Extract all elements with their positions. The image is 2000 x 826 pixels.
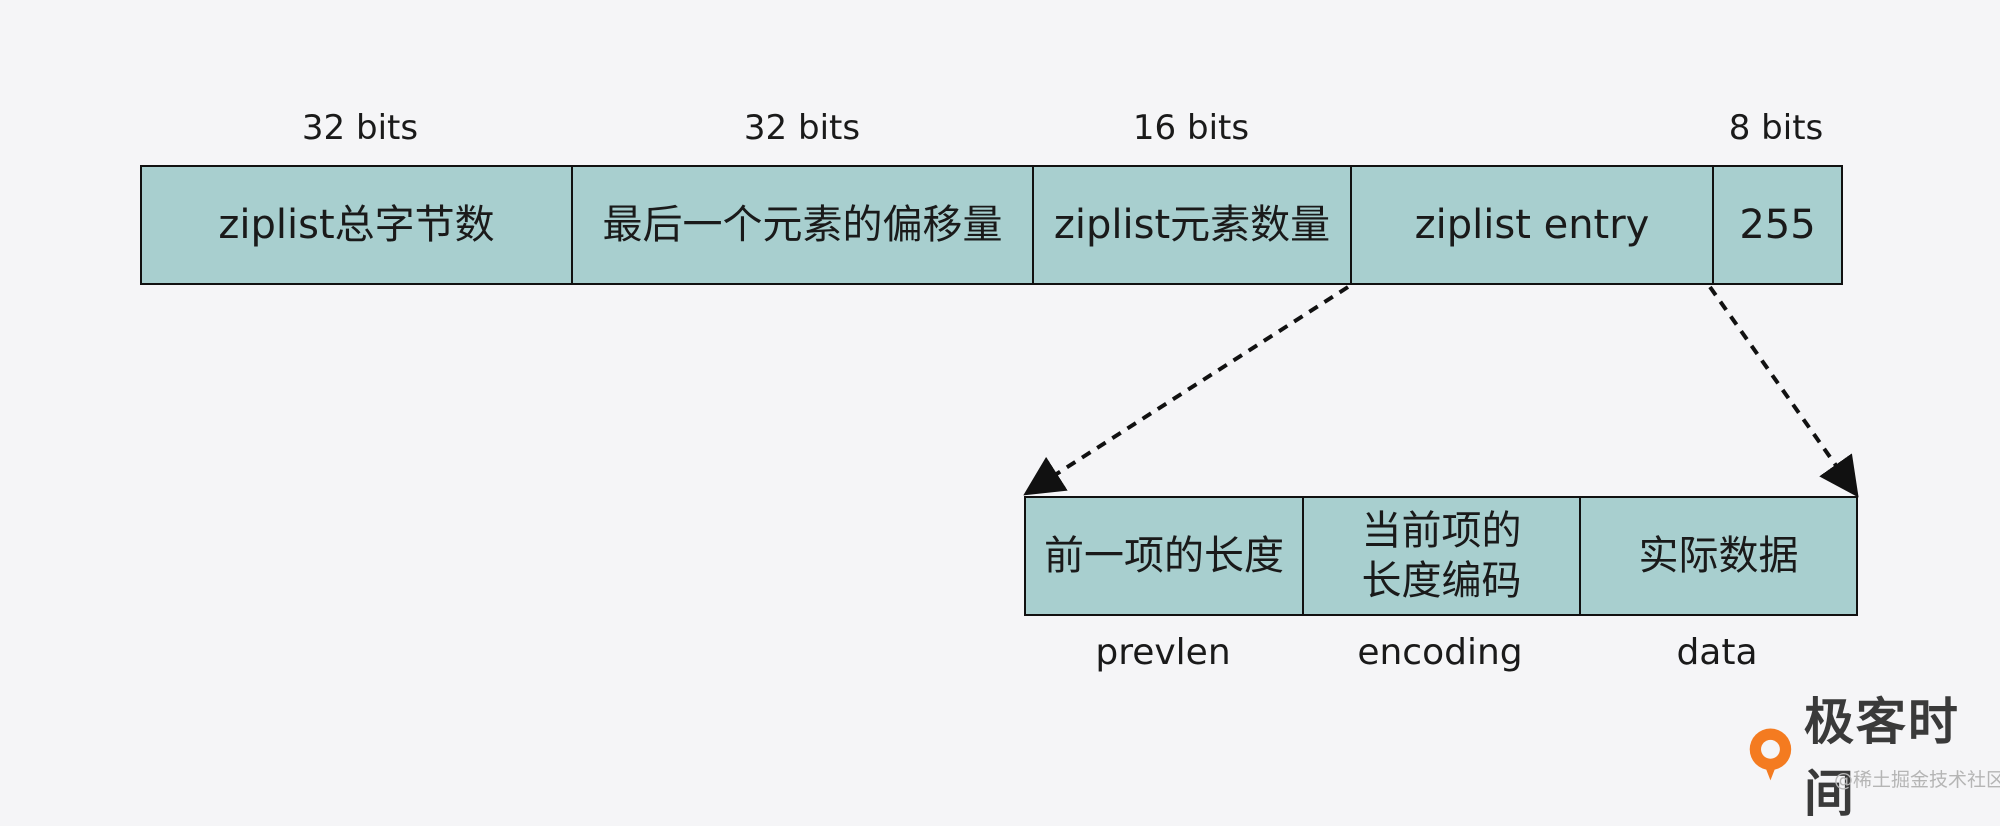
cell-last-element-offset: 最后一个元素的偏移量 — [573, 167, 1034, 283]
entry-detail-row: 前一项的长度 当前项的 长度编码 实际数据 — [1024, 496, 1858, 616]
bits-label-end-marker: 8 bits — [1728, 108, 1824, 148]
label-encoding: encoding — [1357, 632, 1523, 673]
expand-arrows — [1023, 285, 1859, 498]
arrow-to-entry-start — [1023, 285, 1350, 496]
cell-current-entry-encoding: 当前项的 长度编码 — [1304, 498, 1581, 614]
cell-end-marker-255: 255 — [1714, 167, 1841, 283]
cell-ziplist-entry: ziplist entry — [1352, 167, 1714, 283]
bits-label-tail-offset: 32 bits — [743, 108, 861, 148]
cell-prev-entry-length: 前一项的长度 — [1026, 498, 1304, 614]
ziplist-layout-row: ziplist总字节数 最后一个元素的偏移量 ziplist元素数量 zipli… — [140, 165, 1843, 285]
bits-label-entry-count: 16 bits — [1132, 108, 1250, 148]
brand-logo: 极客时间 — [1745, 693, 2000, 823]
bits-label-total-bytes: 32 bits — [301, 108, 419, 148]
label-data: data — [1676, 632, 1758, 673]
brand-name: 极客时间 — [1803, 693, 1960, 823]
cell-ziplist-element-count: ziplist元素数量 — [1034, 167, 1352, 283]
arrow-to-entry-end — [1708, 285, 1859, 498]
geektime-logo-icon — [1749, 728, 1792, 781]
watermark-text: @稀土掘金技术社区 — [1834, 769, 2000, 791]
cell-entry-data: 实际数据 — [1581, 498, 1856, 614]
cell-ziplist-total-bytes: ziplist总字节数 — [142, 167, 573, 283]
label-prevlen: prevlen — [1095, 632, 1231, 673]
